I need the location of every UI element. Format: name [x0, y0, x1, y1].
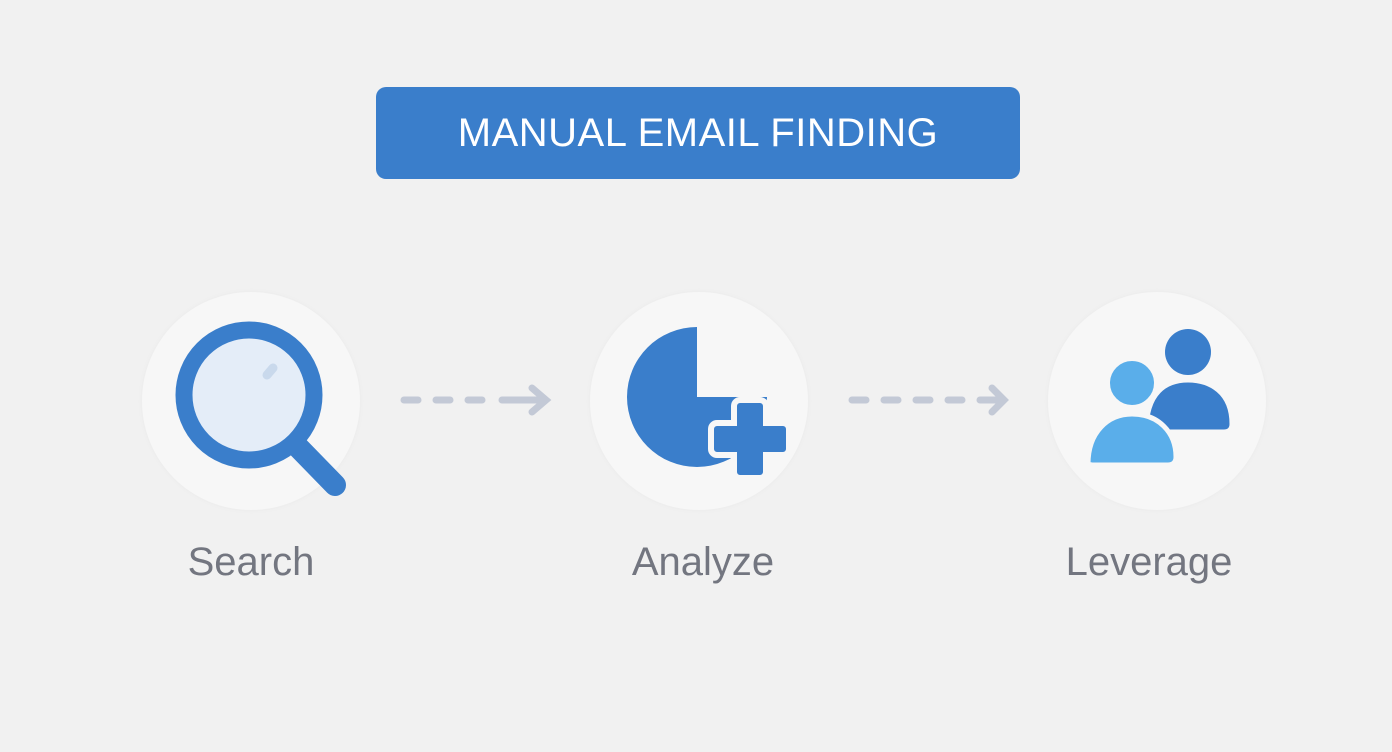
title-banner: MANUAL EMAIL FINDING	[376, 87, 1020, 179]
step-analyze-circle	[590, 292, 808, 510]
step-leverage-circle	[1048, 292, 1266, 510]
dashed-arrow-icon	[848, 384, 1009, 416]
dashed-arrow-icon	[400, 384, 552, 416]
step-label-leverage: Leverage	[1065, 540, 1233, 584]
step-label-analyze: Analyze	[631, 540, 775, 584]
users-icon	[1085, 329, 1235, 468]
step-label-search: Search	[187, 540, 315, 584]
pie-chart-plus-icon	[627, 327, 792, 481]
magnifier-icon	[175, 321, 346, 496]
step-search-circle	[142, 292, 360, 510]
